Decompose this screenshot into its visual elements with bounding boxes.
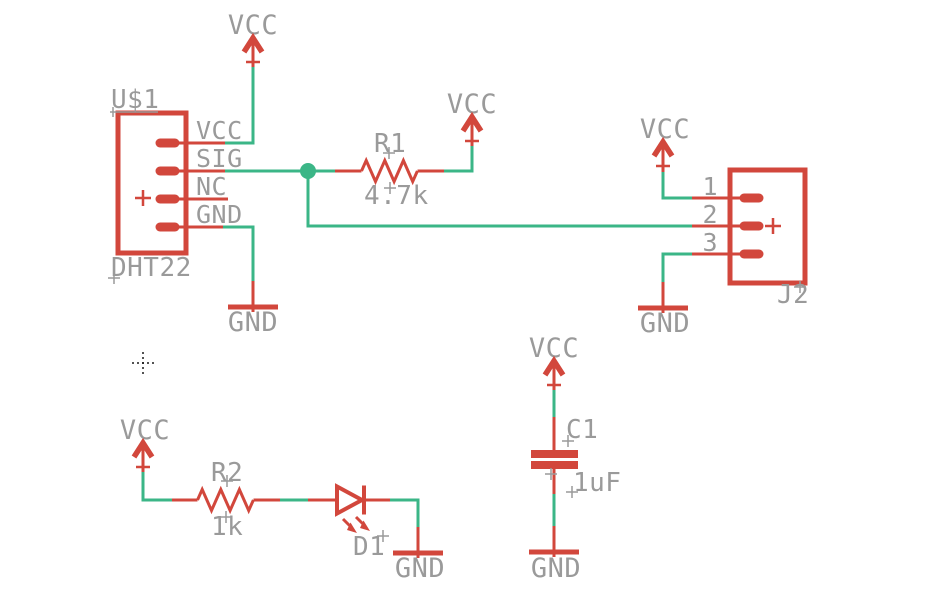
j2-refdes-origin <box>794 281 806 293</box>
gnd-label: GND <box>531 553 581 584</box>
gnd-symbol-u1[interactable]: GND <box>228 281 278 338</box>
dht22-value: DHT22 <box>111 253 192 283</box>
wire-j2-pin1-to-vcc[interactable] <box>661 172 692 200</box>
sheet-origin-marker <box>132 352 154 374</box>
d1-refdes: D1 <box>353 532 385 562</box>
dht22-value-origin <box>108 272 120 284</box>
r2-zigzag[interactable] <box>196 485 255 515</box>
dht22-pin-label-vcc: VCC <box>196 116 243 145</box>
dht22-pin-label-gnd: GND <box>196 200 243 229</box>
gnd-label: GND <box>228 307 278 338</box>
vcc-symbol-c1[interactable]: VCC <box>529 333 579 390</box>
gnd-label: GND <box>640 308 690 339</box>
gnd-symbol-c1[interactable]: GND <box>529 526 581 584</box>
led-emission-arrows-icon <box>341 515 370 533</box>
gnd-label: GND <box>395 553 445 584</box>
vcc-symbol-r2[interactable]: VCC <box>120 415 170 472</box>
dht22-refdes-origin <box>110 107 158 117</box>
dht22-body[interactable] <box>115 110 189 256</box>
vcc-arrow-icon <box>460 111 484 133</box>
c1-value: 1uF <box>573 468 621 498</box>
wire-u1-gnd[interactable] <box>223 225 255 282</box>
d1-refdes-origin <box>377 530 389 542</box>
c1-refdes: C1 <box>566 415 598 445</box>
j2-refdes: J2 <box>777 280 809 310</box>
gnd-symbol-j2[interactable]: GND <box>638 282 690 339</box>
r2-refdes-origin <box>221 475 233 487</box>
r2-value-origin <box>220 511 232 523</box>
dht22-pin-label-sig: SIG <box>196 144 243 173</box>
dht22-origin-cross <box>135 190 151 206</box>
led-d1[interactable]: D1 <box>308 483 390 563</box>
r1-refdes-origin <box>383 147 395 159</box>
j2-pin-label-1: 1 <box>702 172 718 201</box>
wire-r1-to-vcc[interactable] <box>444 146 474 173</box>
gnd-symbol-d1[interactable]: GND <box>393 527 445 584</box>
vcc-arrow-icon <box>542 355 566 377</box>
dht22-component[interactable]: U$1 DHT22 VCC SIG NC GND <box>108 85 243 284</box>
vcc-symbol-j2[interactable]: VCC <box>640 114 690 172</box>
connector-j2[interactable]: 1 2 3 J2 <box>692 167 809 310</box>
resistor-r2[interactable]: R2 1k <box>172 458 280 542</box>
c1-refdes-origin <box>562 435 574 447</box>
wire-vcc-to-r2[interactable] <box>141 472 172 502</box>
wire-junction-to-j2-pin2[interactable] <box>306 171 692 228</box>
vcc-symbol-u1[interactable]: VCC <box>228 10 278 67</box>
vcc-arrow-icon <box>651 136 675 158</box>
dht22-pin-label-nc: NC <box>196 172 227 201</box>
vcc-symbol-r1[interactable]: VCC <box>447 89 497 146</box>
vcc-arrow-icon <box>241 32 265 54</box>
d1-triangle[interactable] <box>335 483 367 517</box>
wire-d1-to-gnd[interactable] <box>390 498 420 528</box>
r1-value: 4.7k <box>364 181 429 211</box>
c1-value-origin <box>566 486 578 498</box>
resistor-r1[interactable]: R1 4.7k <box>335 129 444 211</box>
r1-refdes: R1 <box>374 129 406 159</box>
c1-origin-cross <box>545 468 557 480</box>
capacitor-c1[interactable]: C1 1uF <box>531 415 621 498</box>
wire-j2-pin3-to-gnd[interactable] <box>661 252 692 283</box>
j2-pin-label-2: 2 <box>702 200 718 229</box>
wire-u1-vcc[interactable] <box>225 66 255 145</box>
vcc-arrow-icon <box>131 437 155 459</box>
r1-zigzag[interactable] <box>360 156 419 186</box>
wires <box>141 66 692 528</box>
r1-value-origin <box>384 182 396 194</box>
j2-origin-cross <box>765 218 781 234</box>
dht22-refdes: U$1 <box>111 85 159 115</box>
junction-dot[interactable] <box>300 163 316 179</box>
j2-pin-label-3: 3 <box>702 228 718 257</box>
